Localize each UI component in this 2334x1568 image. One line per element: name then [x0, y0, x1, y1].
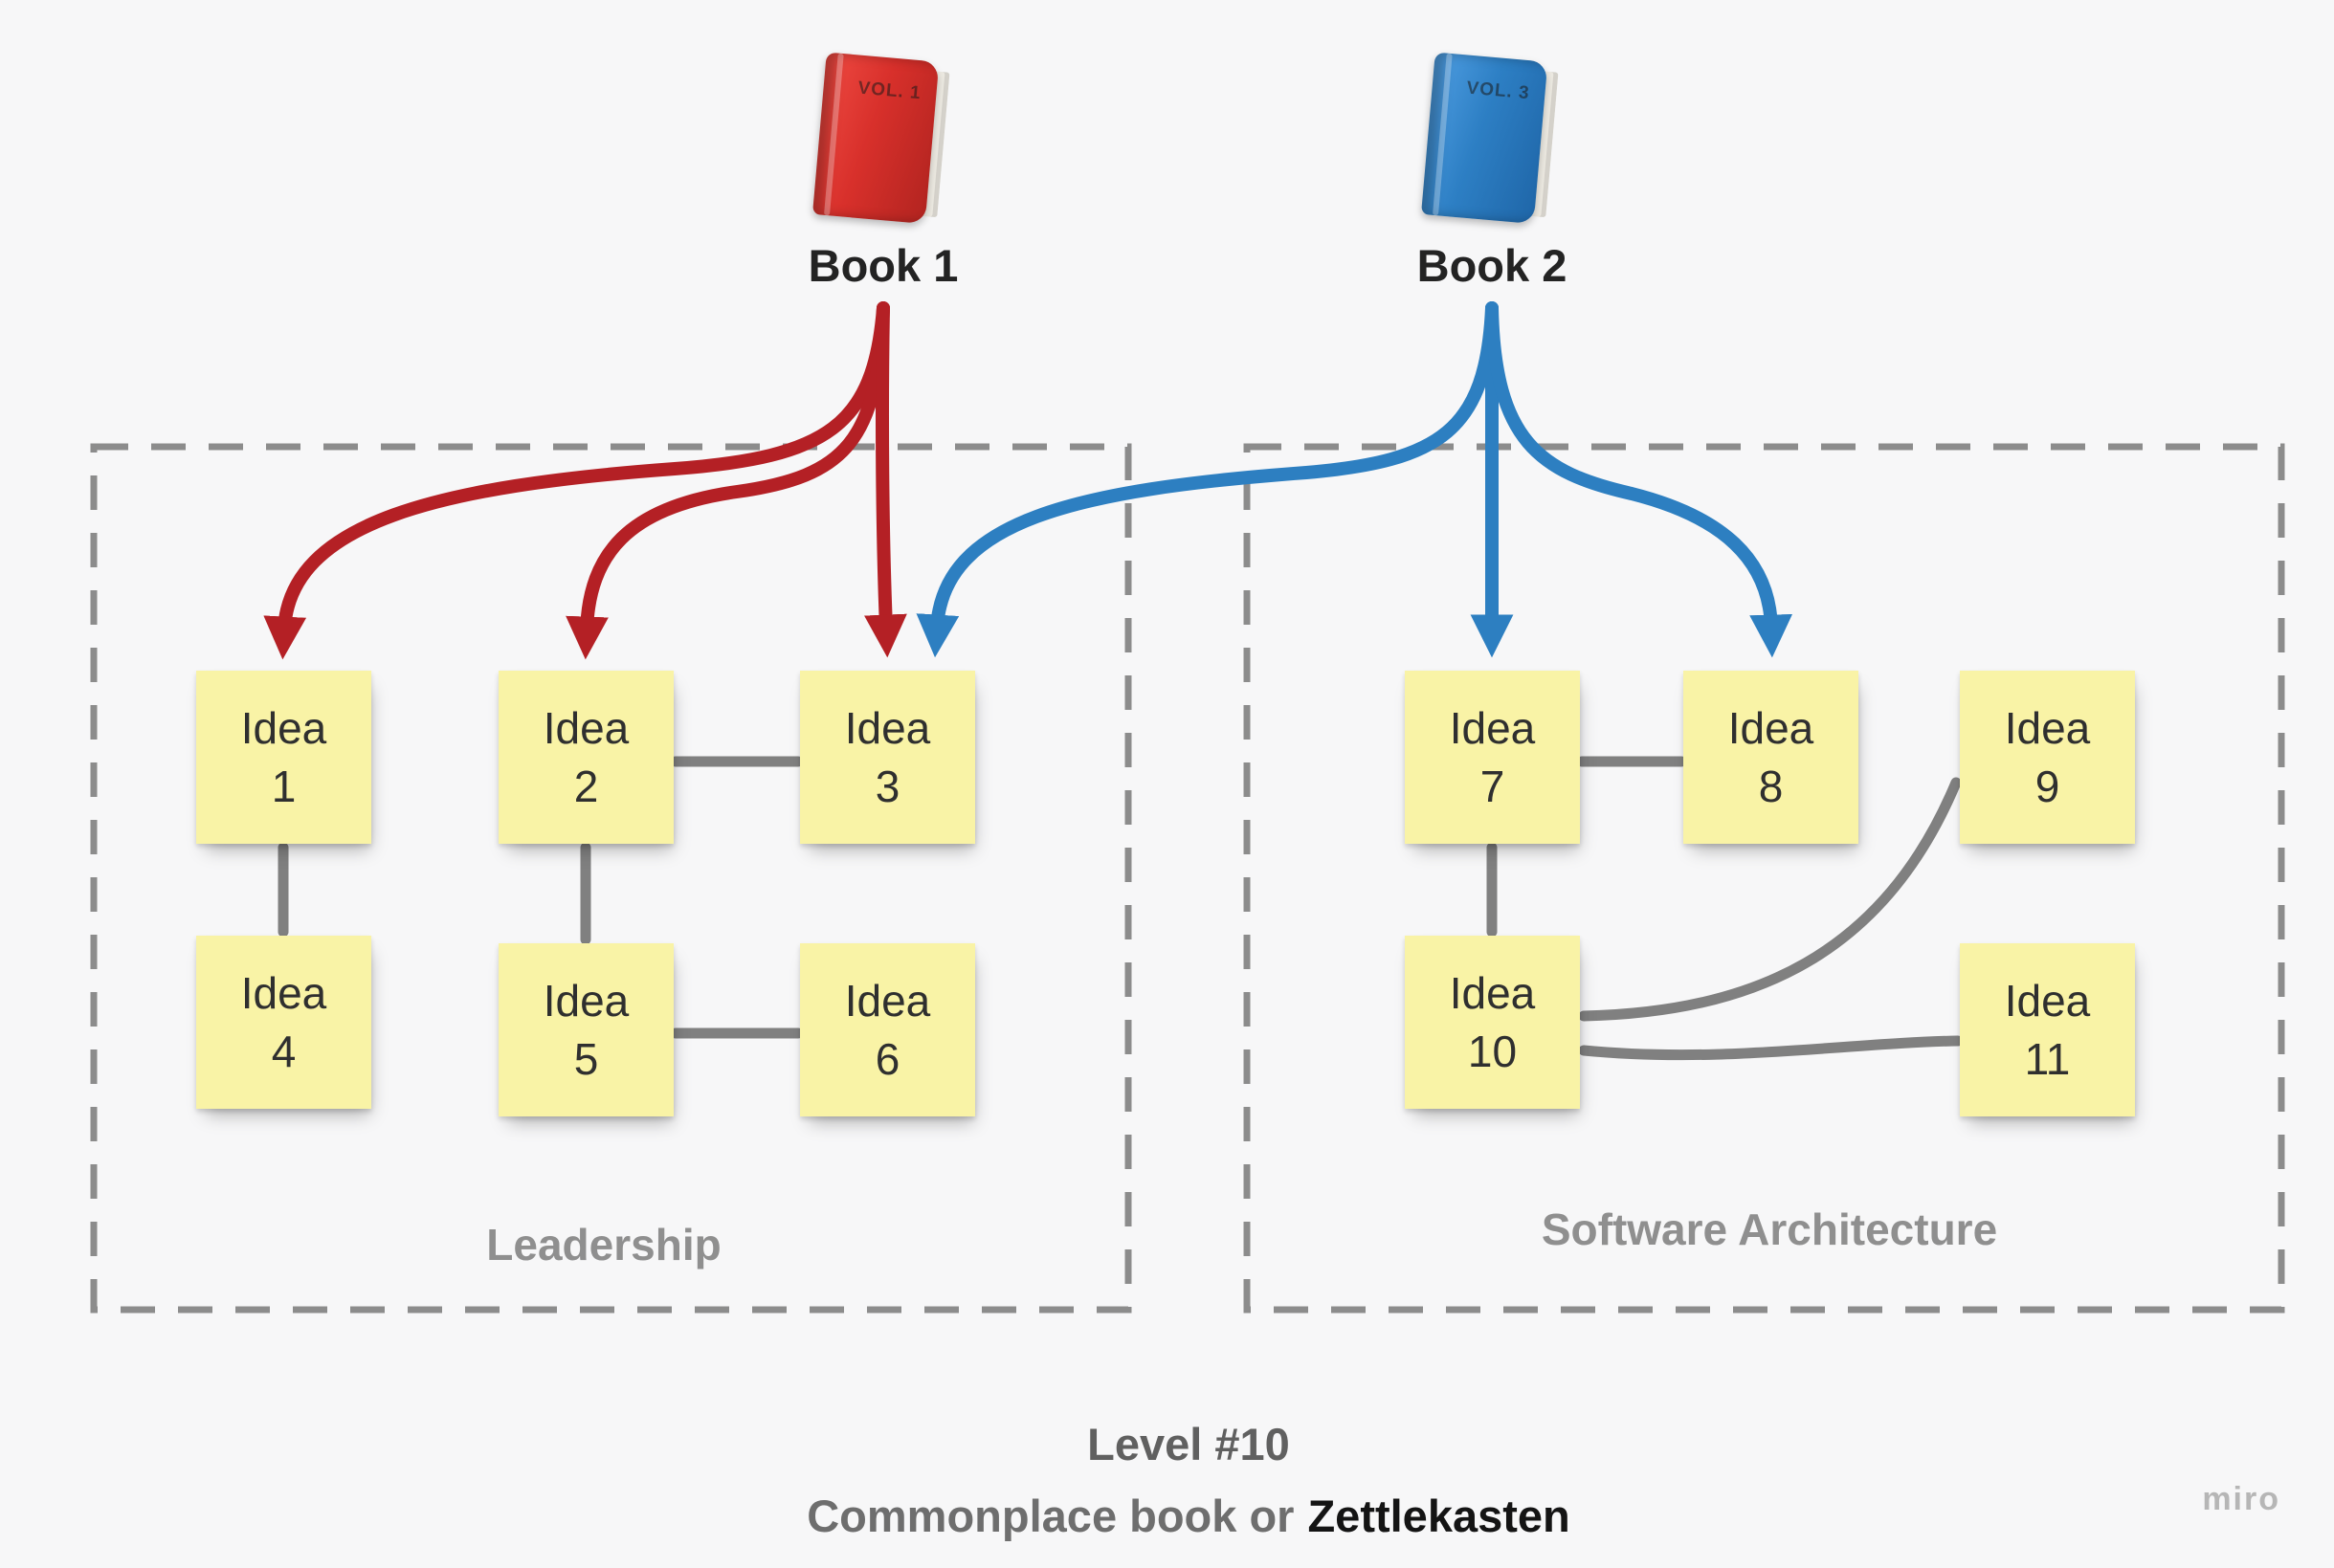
arrow-book1-to-idea2: [566, 301, 890, 660]
group-frame-software-architecture: [1243, 443, 2285, 1314]
group-frame-leadership: [90, 443, 1132, 1314]
note-number: 8: [1758, 761, 1784, 811]
note-number: 7: [1479, 761, 1505, 811]
arrow-book2-to-idea8: [1485, 301, 1793, 658]
sticky-note-idea-1[interactable]: Idea 1: [196, 671, 371, 844]
sticky-note-idea-7[interactable]: Idea 7: [1405, 671, 1580, 844]
book-cover: VOL. 1: [812, 52, 940, 225]
arrow-book1-to-idea1: [263, 301, 890, 660]
book-2-icon[interactable]: VOL. 3: [1421, 52, 1559, 226]
note-number: 10: [1467, 1026, 1518, 1076]
connector-idea10-idea9: [1578, 777, 1962, 1022]
sticky-note-idea-4[interactable]: Idea 4: [196, 936, 371, 1109]
group-label-leadership: Leadership: [486, 1220, 722, 1270]
book-2-label: Book 2: [1416, 240, 1567, 291]
note-number: 4: [271, 1026, 297, 1076]
group-label-software-architecture: Software Architecture: [1541, 1204, 1998, 1254]
note-label: Idea: [844, 702, 931, 753]
arrow-book1-to-idea3: [864, 301, 907, 658]
note-number: 3: [875, 761, 900, 811]
sticky-note-idea-11[interactable]: Idea 11: [1960, 943, 2135, 1116]
sticky-note-idea-10[interactable]: Idea 10: [1405, 936, 1580, 1109]
caption-level: Level #10: [1087, 1419, 1290, 1469]
book-1-icon-body: VOL. 1: [811, 50, 957, 231]
book-1-icon[interactable]: VOL. 1: [812, 52, 950, 226]
note-number: 5: [573, 1033, 599, 1084]
miro-logo: miro: [2202, 1481, 2280, 1517]
note-number: 2: [573, 761, 599, 811]
sticky-note-idea-9[interactable]: Idea 9: [1960, 671, 2135, 844]
sticky-note-idea-5[interactable]: Idea 5: [499, 943, 674, 1116]
book-2-icon-body: VOL. 3: [1419, 50, 1566, 231]
book-1-label: Book 1: [808, 240, 959, 291]
note-label: Idea: [543, 975, 630, 1026]
note-number: 11: [2024, 1033, 2071, 1084]
sticky-note-idea-3[interactable]: Idea 3: [800, 671, 975, 844]
note-number: 1: [271, 761, 297, 811]
book-volume-text: VOL. 1: [856, 77, 922, 104]
caption-subtitle-bold: Zettlekasten: [1307, 1491, 1570, 1541]
book-cover: VOL. 3: [1421, 52, 1548, 225]
note-label: Idea: [1449, 967, 1536, 1018]
note-label: Idea: [240, 702, 327, 753]
note-label: Idea: [2004, 702, 2091, 753]
note-label: Idea: [844, 975, 931, 1026]
note-number: 6: [875, 1033, 900, 1084]
note-label: Idea: [543, 702, 630, 753]
sticky-note-idea-6[interactable]: Idea 6: [800, 943, 975, 1116]
note-number: 9: [2034, 761, 2060, 811]
arrow-book2-to-idea3: [916, 301, 1499, 658]
caption-subtitle-prefix: Commonplace book or: [807, 1491, 1295, 1541]
note-label: Idea: [1449, 702, 1536, 753]
book-volume-text: VOL. 3: [1465, 77, 1531, 104]
note-label: Idea: [240, 967, 327, 1018]
connector-idea10-idea11: [1578, 1035, 1964, 1061]
sticky-note-idea-2[interactable]: Idea 2: [499, 671, 674, 844]
note-label: Idea: [1727, 702, 1814, 753]
sticky-note-idea-8[interactable]: Idea 8: [1683, 671, 1858, 844]
note-label: Idea: [2004, 975, 2091, 1026]
